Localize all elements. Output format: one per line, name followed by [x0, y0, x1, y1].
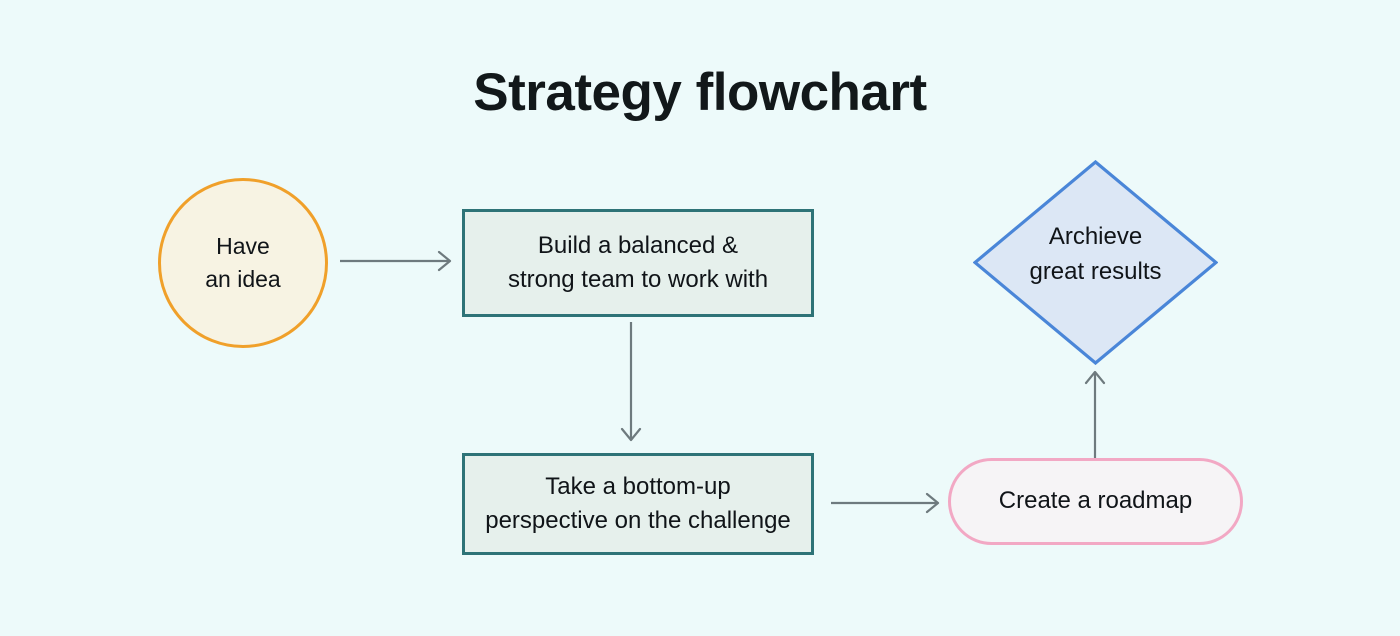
node-label-achieve-great-results: Archieve great results — [1029, 223, 1162, 285]
node-build-team[interactable]: Build a balanced & strong team to work w… — [462, 209, 814, 317]
node-label-build-team: Build a balanced & strong team to work w… — [507, 231, 769, 293]
node-label-bottom-up-perspective: Take a bottom-up perspective on the chal… — [485, 472, 791, 534]
node-have-an-idea[interactable]: Have an idea — [158, 178, 328, 348]
arrow-idea-to-team — [340, 250, 452, 272]
node-label-create-roadmap: Create a roadmap — [998, 487, 1193, 515]
node-bottom-up-perspective[interactable]: Take a bottom-up perspective on the chal… — [462, 453, 814, 555]
arrow-roadmap-to-results — [1084, 370, 1106, 458]
page-title: Strategy flowchart — [473, 63, 927, 122]
arrow-team-to-perspective — [620, 322, 642, 442]
node-label-have-an-idea: Have an idea — [205, 233, 281, 292]
node-achieve-great-results[interactable]: Archieve great results — [973, 160, 1218, 365]
arrow-perspective-to-roadmap — [831, 492, 940, 514]
node-create-roadmap[interactable]: Create a roadmap — [948, 458, 1243, 545]
diamond-shape-icon — [973, 160, 1218, 365]
